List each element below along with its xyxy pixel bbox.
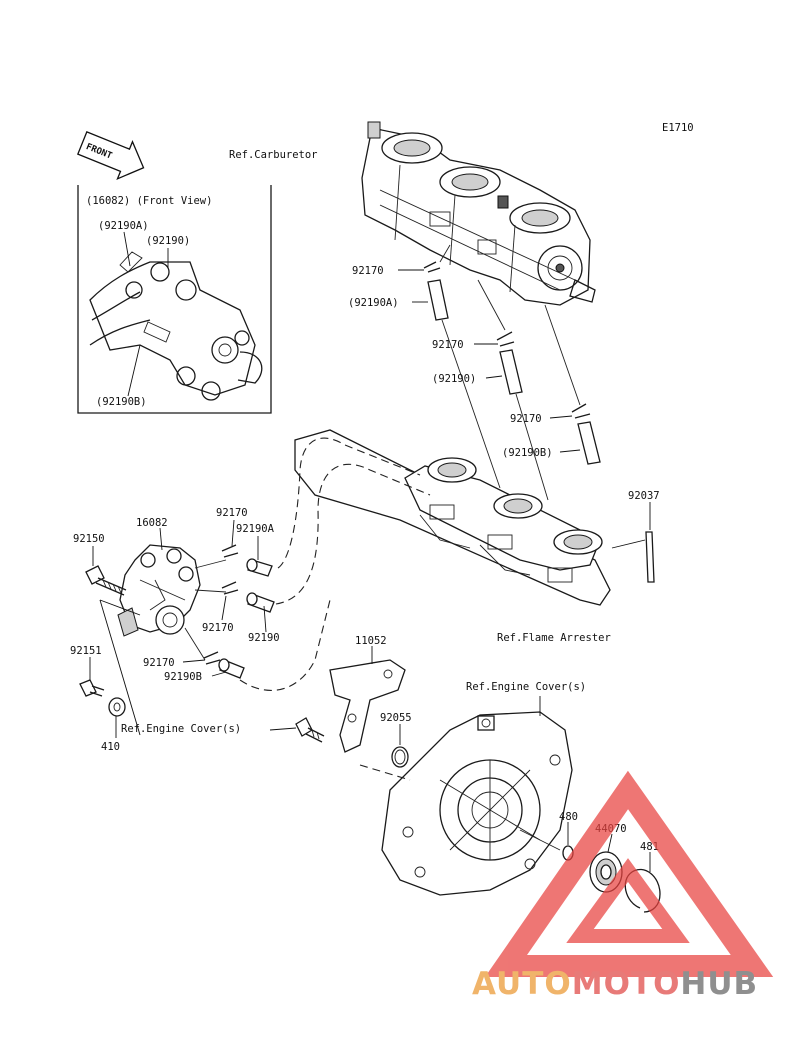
watermark-auto: AUTO <box>472 966 572 1002</box>
bolt-engine-cover <box>269 717 325 743</box>
carb-hoses <box>423 244 601 501</box>
watermark-text: AUTOMOTOHUB <box>472 966 758 1002</box>
label-92170-pump-top: 92170 <box>216 507 248 519</box>
flame-arrester-manifold <box>294 429 611 606</box>
bolt-92150 <box>85 565 127 596</box>
label-92037: 92037 <box>628 490 660 502</box>
label-92170-carb: 92170 <box>352 265 384 277</box>
hose-route-lower <box>239 599 331 691</box>
inset-title: (16082) (Front View) <box>86 195 212 207</box>
label-92190a-pump: 92190A <box>236 523 275 535</box>
automotohub-logo: AUTOMOTOHUB <box>472 770 774 1002</box>
label-92170-mid: 92170 <box>432 339 464 351</box>
watermark-moto: MOTO <box>572 966 681 1002</box>
inset-label-92190: (92190) <box>146 235 190 247</box>
watermark-hub: HUB <box>680 966 758 1002</box>
engine-cover <box>381 696 573 896</box>
diagram-id: E1710 <box>662 122 694 134</box>
label-92190-pump: 92190 <box>248 632 280 644</box>
pump-leaders <box>89 519 267 738</box>
label-92150: 92150 <box>73 533 105 545</box>
ref-engine-cover-right-label: Ref.Engine Cover(s) <box>466 681 586 693</box>
label-16082: 16082 <box>136 517 168 529</box>
inset-label-92190a: (92190A) <box>98 220 149 232</box>
label-11052: 11052 <box>355 635 387 647</box>
inset-label-92190b: (92190B) <box>96 396 147 408</box>
label-92055: 92055 <box>380 712 412 724</box>
hose-route-upper <box>277 437 421 569</box>
front-arrow-icon: FRONT <box>76 131 145 180</box>
warning-triangle-icon <box>484 770 774 977</box>
ring-480 <box>519 822 574 861</box>
pump-hoses <box>184 544 275 679</box>
label-92170-low: 92170 <box>510 413 542 425</box>
bolt-92151 <box>79 679 105 697</box>
part-labels: 92170 (92190A) 92170 (92190) 92170 (9219… <box>70 265 660 853</box>
hose-route-middle <box>275 463 431 605</box>
o-ring-92055 <box>391 724 409 768</box>
label-92190b-pump: 92190B <box>164 671 202 683</box>
label-410: 410 <box>101 741 120 753</box>
label-92170-pump-low: 92170 <box>143 657 175 669</box>
bracket-11052 <box>329 646 406 753</box>
carburetor-assembly <box>361 121 596 306</box>
ref-flame-arrester-label: Ref.Flame Arrester <box>497 632 611 644</box>
inset-pump-body <box>89 251 263 401</box>
label-92170-pump-mid: 92170 <box>202 622 234 634</box>
front-view-inset: (16082) (Front View) (92190A) (92190) (9… <box>77 185 272 414</box>
ref-engine-cover-left-label: Ref.Engine Cover(s) <box>121 723 241 735</box>
ref-carburetor-label: Ref.Carburetor <box>229 149 318 161</box>
carb-leaders <box>398 269 581 453</box>
stud-92037 <box>611 502 655 583</box>
washer-410 <box>108 697 126 717</box>
label-92190a-carb: (92190A) <box>348 297 399 309</box>
water-pump <box>117 544 201 637</box>
label-480: 480 <box>559 811 578 823</box>
label-92151: 92151 <box>70 645 102 657</box>
label-92190-carb: (92190) <box>432 373 476 385</box>
label-92190b-carb: (92190B) <box>502 447 553 459</box>
